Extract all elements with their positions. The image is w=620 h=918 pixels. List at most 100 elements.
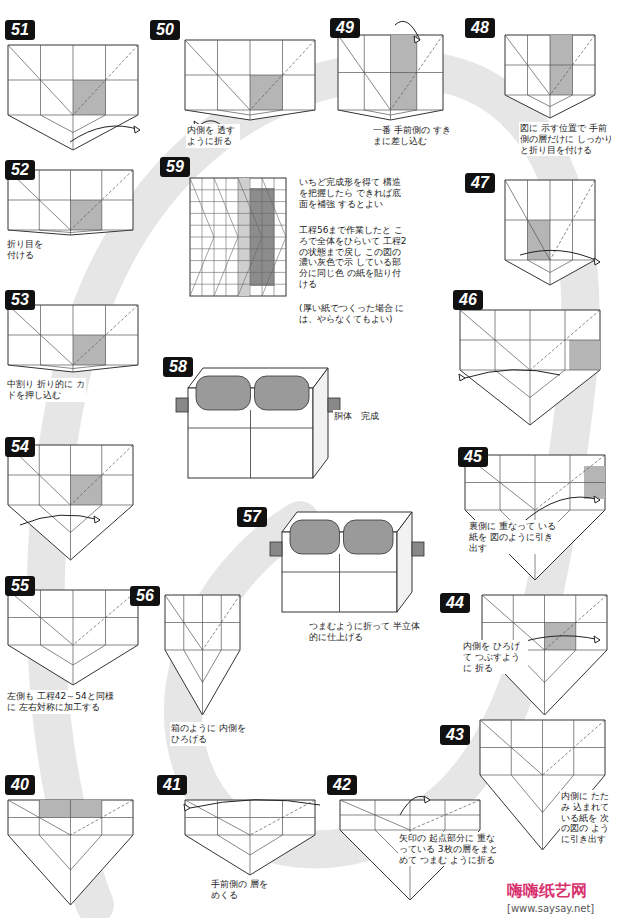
step-number: 52 [5, 160, 35, 180]
instruction-note: 手前側の 層をめくる [210, 878, 274, 902]
fold-line [250, 800, 315, 835]
fold-arrow [20, 515, 100, 525]
arrow-head [459, 374, 465, 381]
fold-line [101, 170, 102, 230]
step-number: 57 [237, 507, 267, 527]
step-number: 45 [458, 447, 488, 467]
fold-line [544, 595, 545, 715]
fold-line [460, 310, 530, 370]
fold-line [550, 35, 551, 118]
step-number: 44 [440, 593, 470, 613]
instruction-note: 胴体 完成 [333, 410, 407, 423]
fold-line [105, 305, 106, 365]
fold-line [550, 180, 595, 260]
fold-line [73, 115, 106, 133]
watermark: [www.saysay.net] [506, 902, 595, 916]
paper-outline [185, 800, 315, 875]
step-number: 59 [160, 157, 190, 177]
step-number: 47 [465, 173, 495, 193]
arrow-head [134, 126, 140, 133]
paper-outline [8, 305, 138, 372]
step-number-text: 41 [163, 776, 181, 793]
fold-line [185, 800, 250, 835]
step-number-text: 43 [446, 726, 464, 743]
origami-figure [505, 35, 595, 118]
step-number-text: 52 [11, 161, 29, 178]
paper-outline [185, 40, 315, 120]
fold-line [397, 512, 412, 612]
fold-line [250, 800, 251, 875]
paper-outline [505, 180, 595, 285]
step-number: 55 [5, 576, 35, 596]
fold-line [41, 365, 74, 369]
origami-figure [165, 595, 240, 715]
fold-line [344, 520, 394, 554]
fold-line [221, 595, 222, 650]
paper-outline [165, 595, 240, 715]
fold-line [41, 645, 74, 665]
fold-line [535, 455, 536, 580]
step-number: 48 [465, 18, 495, 38]
step-number: 41 [157, 775, 187, 795]
fold-line [196, 376, 251, 410]
fold-line [184, 650, 203, 683]
fold-line [238, 237, 262, 296]
fold-line [505, 180, 550, 260]
fold-arrow [70, 126, 140, 142]
shaded-layer [569, 340, 600, 370]
step-number-text: 57 [243, 508, 261, 525]
fold-line [391, 35, 444, 110]
fold-line [203, 650, 222, 683]
paper-outline [338, 35, 443, 120]
fold-line [70, 170, 71, 235]
fold-line [190, 189, 286, 190]
fold-line [550, 260, 573, 273]
fold-line [190, 248, 286, 249]
step-number: 53 [5, 290, 35, 310]
fold-line [73, 590, 74, 685]
fold-line [238, 178, 262, 237]
fold-line [262, 237, 286, 296]
origami-figure [460, 310, 600, 425]
step-number-text: 53 [11, 291, 29, 308]
box-figure [176, 368, 340, 478]
fold-arrow [465, 370, 560, 378]
instruction-note: いちど完成形を得て 構造を把握したら できれば底面を補強 するとよい [298, 176, 408, 210]
fold-line [550, 180, 551, 285]
fold-line [71, 835, 102, 870]
instruction-note: 工程56まで作業したと ころで全体をひらいて 工程2の状態まで戻し この図の濃い… [298, 224, 410, 291]
fold-line [290, 520, 340, 554]
grid-sheet [190, 178, 286, 296]
step-number: 42 [327, 775, 357, 795]
fold-line [412, 542, 424, 556]
fold-line [542, 720, 543, 850]
step-number-text: 45 [464, 448, 482, 465]
fold-line [535, 455, 605, 510]
instruction-note: 折り目を 付ける [6, 238, 52, 262]
fold-line [39, 505, 70, 533]
fold-line [190, 178, 214, 237]
arrow-head [184, 804, 190, 811]
fold-line [545, 650, 576, 683]
step-number-text: 58 [169, 358, 187, 375]
origami-figure [465, 455, 605, 580]
origami-figure [8, 800, 133, 905]
fold-arrow [190, 800, 320, 808]
step-number: 43 [440, 725, 470, 745]
instruction-note: 一番 手前側の すきまに差し込む [372, 124, 454, 148]
fold-line [202, 595, 203, 715]
origami-figure [8, 45, 138, 150]
fold-line [176, 398, 188, 412]
fold-line [73, 45, 138, 115]
fold-line [528, 260, 551, 273]
fold-line [530, 310, 600, 370]
fold-line [511, 775, 542, 813]
instruction-note: 内側を ひろげて つぶすように 折る [462, 640, 528, 674]
origami-figure [185, 800, 315, 875]
fold-line [338, 35, 391, 110]
fold-line [270, 542, 282, 556]
fold-line [214, 237, 238, 296]
paper-outline [8, 45, 138, 150]
fold-line [71, 170, 134, 230]
origami-figure [185, 40, 315, 120]
